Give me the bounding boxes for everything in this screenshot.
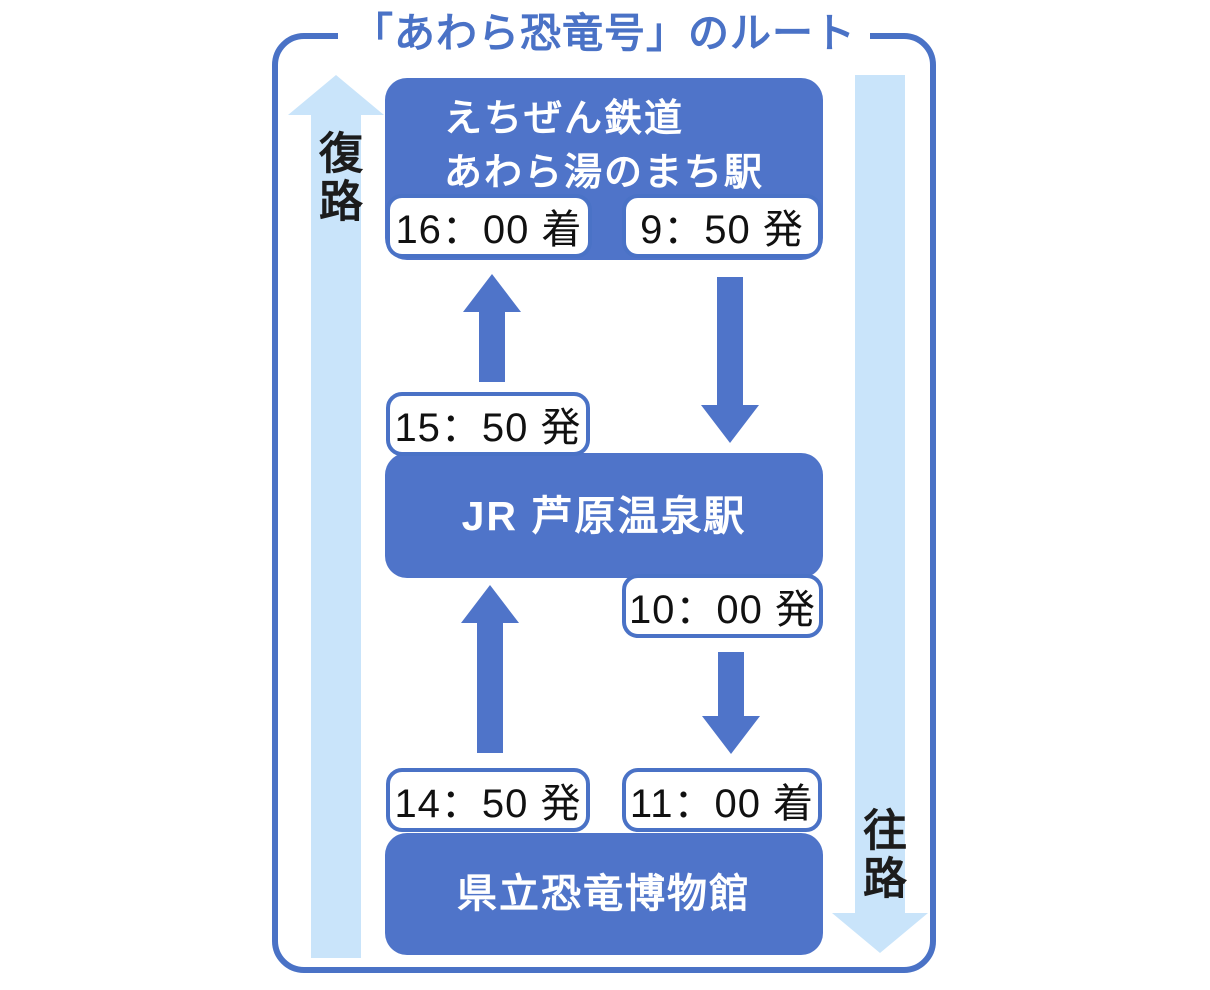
station-name-echizen-line1: えちぜん鉄道 xyxy=(443,98,684,140)
connector-arrow-up-top xyxy=(463,274,521,384)
outbound-arrow-shaft xyxy=(855,75,905,915)
arrow-head-icon xyxy=(701,405,759,443)
return-route-label: 復路 xyxy=(312,130,361,226)
arrow-shaft xyxy=(479,310,505,382)
outbound-arrow-head-icon xyxy=(832,913,928,953)
arrow-head-icon xyxy=(702,716,760,754)
diagram-title: 「あわら恐竜号」のルート xyxy=(338,6,870,60)
station-name-jr: JR 芦原温泉駅 xyxy=(461,492,747,539)
arrow-shaft xyxy=(477,621,503,753)
time-chip-echizen-departure: 9：50 発 xyxy=(622,194,822,258)
arrow-head-icon xyxy=(463,274,521,312)
outbound-route-label: 往路 xyxy=(856,807,905,903)
connector-arrow-up-bottom xyxy=(461,585,519,767)
return-arrow-head-icon xyxy=(288,75,384,115)
connector-arrow-down-bottom xyxy=(702,652,760,756)
station-name-echizen: えちぜん鉄道 あわら湯のまち駅 xyxy=(444,92,764,200)
time-chip-museum-arrival: 11：00 着 xyxy=(622,768,822,832)
time-chip-jr-outbound-departure: 10：00 発 xyxy=(622,574,823,638)
station-name-museum: 県立恐竜博物館 xyxy=(457,872,751,916)
arrow-shaft xyxy=(718,652,744,718)
time-chip-jr-return-departure: 15：50 発 xyxy=(386,392,590,456)
connector-arrow-down-top xyxy=(701,277,759,443)
station-box-museum: 県立恐竜博物館 xyxy=(385,833,823,955)
station-name-echizen-line2: あわら湯のまち駅 xyxy=(443,152,764,194)
arrow-head-icon xyxy=(461,585,519,623)
return-route-arrow: 復路 xyxy=(288,75,384,960)
station-box-jr: JR 芦原温泉駅 xyxy=(385,453,823,578)
arrow-shaft xyxy=(717,277,743,407)
return-arrow-shaft xyxy=(311,113,361,958)
time-chip-echizen-arrival: 16：00 着 xyxy=(386,194,592,258)
time-chip-museum-departure: 14：50 発 xyxy=(386,768,590,832)
outbound-route-arrow: 往路 xyxy=(832,75,928,955)
